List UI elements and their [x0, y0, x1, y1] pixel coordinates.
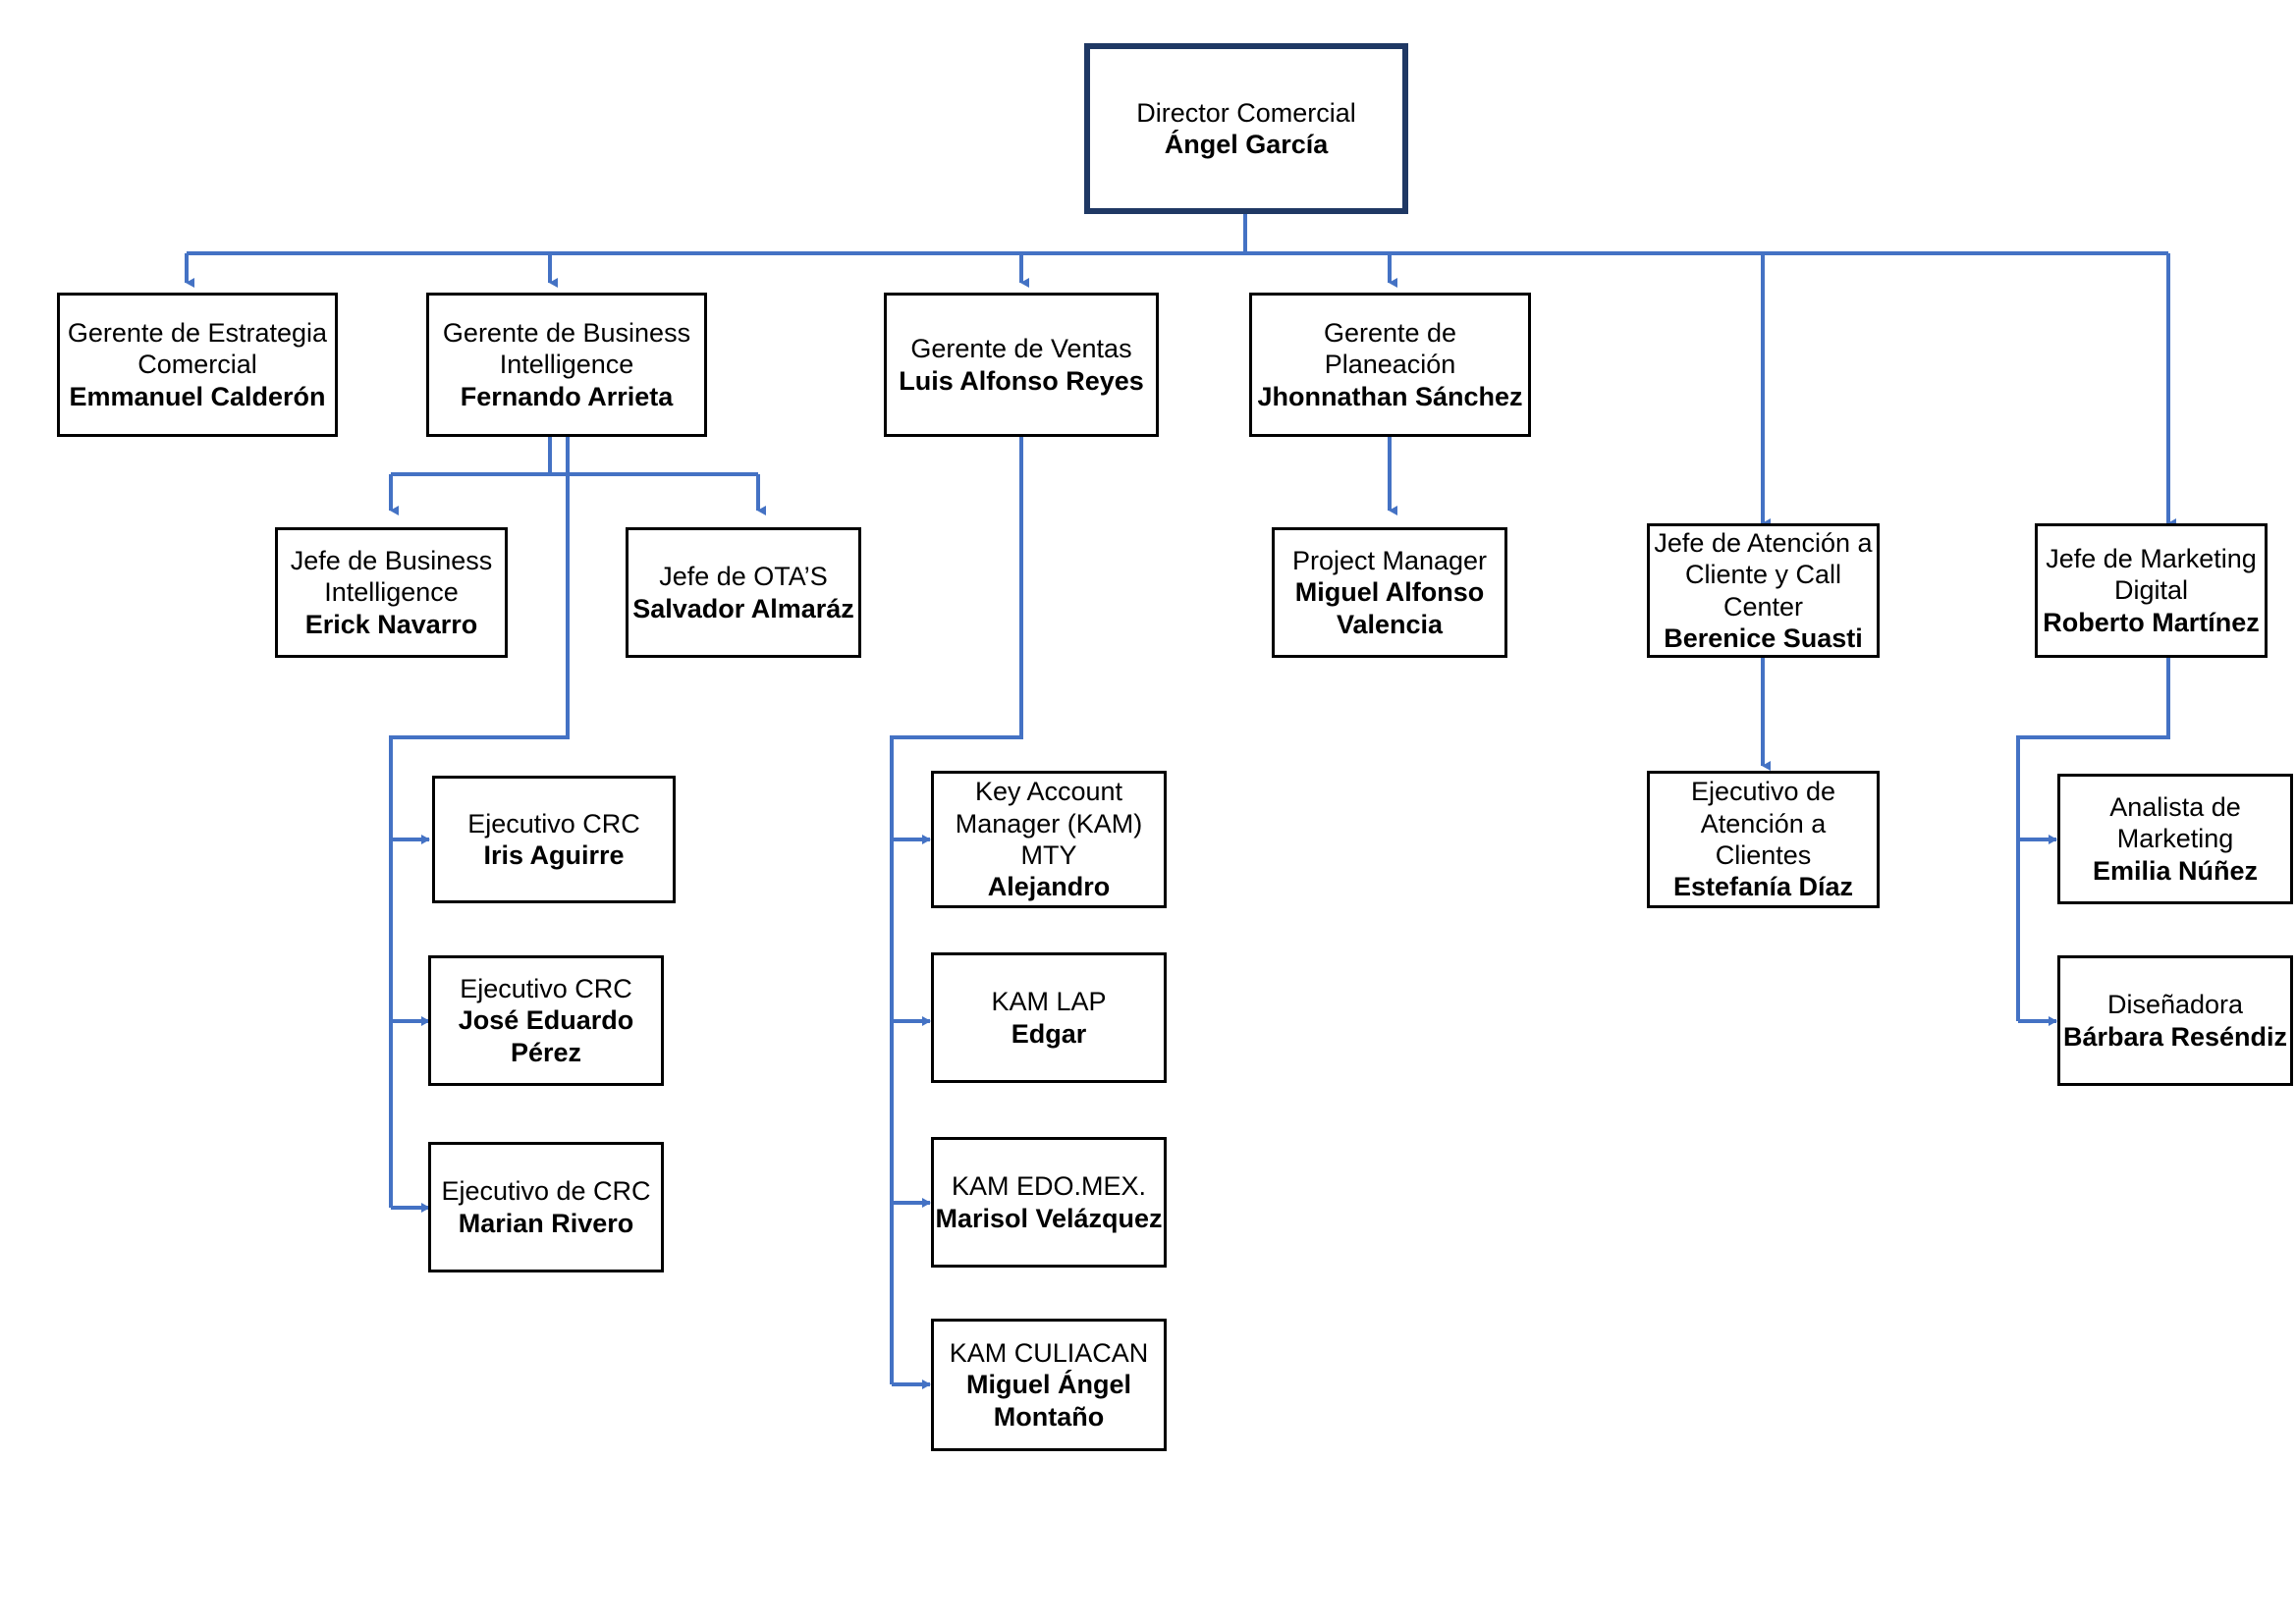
node-person: Erick Navarro	[304, 609, 478, 639]
node-ejecutivo-crc-jose-eduardo-perez[interactable]: Ejecutivo CRC José Eduardo Pérez	[428, 955, 664, 1086]
node-person: Salvador Almaráz	[632, 593, 854, 623]
node-ejecutivo-crc-iris-aguirre[interactable]: Ejecutivo CRC Iris Aguirre	[432, 776, 676, 903]
node-person: Iris Aguirre	[483, 840, 625, 870]
node-ejecutivo-atencion-clientes-estefania-diaz[interactable]: Ejecutivo de Atención a Clientes Estefan…	[1647, 771, 1880, 908]
node-title: Director Comercial	[1136, 97, 1356, 128]
node-person: Emmanuel Calderón	[69, 381, 326, 411]
node-gerente-planeacion[interactable]: Gerente de Planeación Jhonnathan Sánchez	[1249, 293, 1531, 437]
node-title: KAM LAP	[991, 987, 1107, 1017]
node-title: KAM EDO.MEX.	[951, 1171, 1147, 1202]
node-title: Key Account Manager (KAM) MTY	[955, 777, 1143, 870]
node-kam-lap-edgar[interactable]: KAM LAP Edgar	[931, 952, 1167, 1083]
node-person: Alejandro	[987, 872, 1111, 902]
node-person: Edgar	[1011, 1018, 1087, 1049]
node-title: Ejecutivo de Atención a Clientes	[1690, 777, 1836, 870]
node-title: Gerente de Business Intelligence	[442, 317, 691, 380]
node-person: Miguel Ángel Montaño	[966, 1370, 1131, 1432]
node-person: Estefanía Díaz	[1672, 872, 1854, 902]
node-title: Gerente de Ventas	[910, 334, 1132, 364]
node-project-manager[interactable]: Project Manager Miguel Alfonso Valencia	[1272, 527, 1507, 658]
node-title: Ejecutivo CRC	[467, 808, 640, 839]
node-title: Analista de Marketing	[2109, 791, 2241, 854]
node-title: Diseñadora	[2106, 990, 2244, 1020]
node-title: KAM CULIACAN	[949, 1337, 1149, 1368]
node-kam-mty-alejandro[interactable]: Key Account Manager (KAM) MTY Alejandro	[931, 771, 1167, 908]
node-title: Ejecutivo de CRC	[441, 1176, 651, 1207]
node-person: Marian Rivero	[458, 1208, 634, 1238]
node-jefe-business-intelligence[interactable]: Jefe de Business Intelligence Erick Nava…	[275, 527, 508, 658]
node-person: Berenice Suasti	[1664, 622, 1863, 653]
node-person: Miguel Alfonso Valencia	[1294, 577, 1485, 639]
node-person: Jhonnathan Sánchez	[1257, 381, 1523, 411]
node-analista-marketing-emilia-nunez[interactable]: Analista de Marketing Emilia Núñez	[2057, 774, 2293, 904]
node-title: Project Manager	[1291, 545, 1488, 575]
node-title: Jefe de Marketing Digital	[2046, 543, 2257, 606]
node-person: Roberto Martínez	[2043, 607, 2260, 637]
node-director-comercial[interactable]: Director Comercial Ángel García	[1084, 43, 1408, 214]
node-person: Emilia Núñez	[2092, 855, 2259, 886]
node-title: Gerente de Estrategia Comercial	[67, 317, 328, 380]
node-title: Gerente de Planeación	[1323, 317, 1457, 380]
node-kam-edomex-marisol-velazquez[interactable]: KAM EDO.MEX. Marisol Velázquez	[931, 1137, 1167, 1268]
node-gerente-business-intelligence[interactable]: Gerente de Business Intelligence Fernand…	[426, 293, 707, 437]
node-title: Jefe de OTA’S	[659, 562, 828, 592]
node-jefe-marketing-digital[interactable]: Jefe de Marketing Digital Roberto Martín…	[2035, 523, 2268, 658]
node-title: Jefe de Business Intelligence	[290, 545, 493, 608]
node-ejecutivo-de-crc-marian-rivero[interactable]: Ejecutivo de CRC Marian Rivero	[428, 1142, 664, 1272]
node-gerente-ventas[interactable]: Gerente de Ventas Luis Alfonso Reyes	[884, 293, 1159, 437]
node-person: Ángel García	[1164, 130, 1329, 159]
node-kam-culiacan-miguel-angel-montano[interactable]: KAM CULIACAN Miguel Ángel Montaño	[931, 1319, 1167, 1451]
node-person: Fernando Arrieta	[460, 381, 674, 411]
node-title: Jefe de Atención a Cliente y Call Center	[1654, 527, 1873, 622]
node-gerente-estrategia-comercial[interactable]: Gerente de Estrategia Comercial Emmanuel…	[57, 293, 338, 437]
node-disenadora-barbara-resendiz[interactable]: Diseñadora Bárbara Reséndiz	[2057, 955, 2293, 1086]
node-person: José Eduardo Pérez	[458, 1005, 634, 1067]
node-person: Marisol Velázquez	[935, 1203, 1163, 1233]
node-person: Luis Alfonso Reyes	[899, 365, 1144, 396]
node-jefe-otas[interactable]: Jefe de OTA’S Salvador Almaráz	[626, 527, 861, 658]
node-person: Bárbara Reséndiz	[2062, 1021, 2288, 1052]
node-title: Ejecutivo CRC	[460, 973, 632, 1003]
node-jefe-atencion-cliente-call-center[interactable]: Jefe de Atención a Cliente y Call Center…	[1647, 523, 1880, 658]
